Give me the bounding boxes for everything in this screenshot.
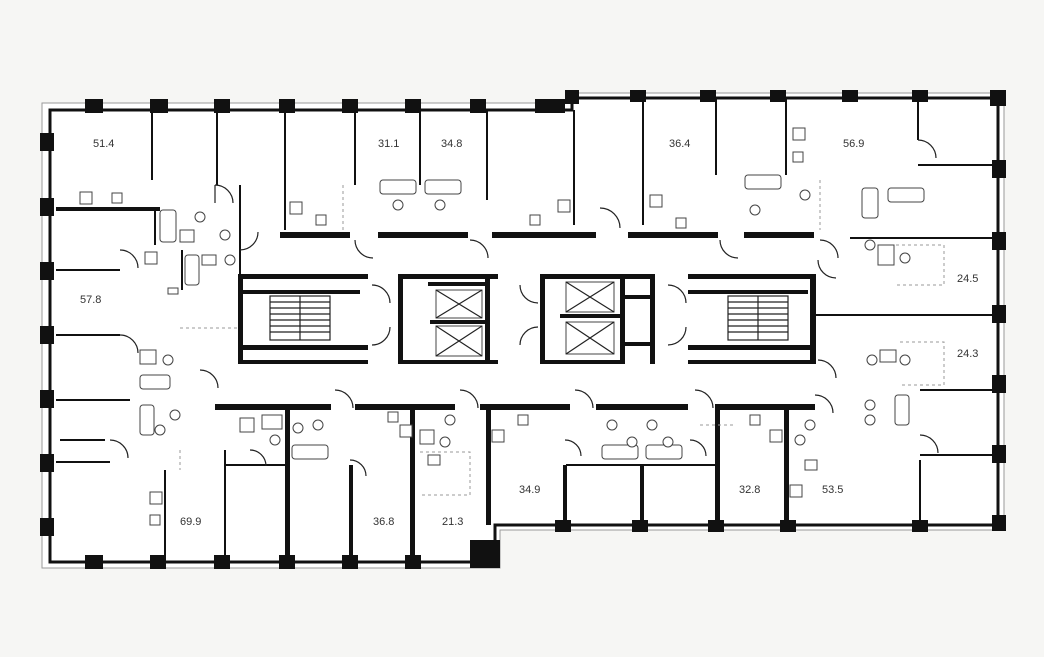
area-label: 24.3 — [957, 348, 978, 360]
area-label: 24.5 — [957, 273, 978, 285]
interior-walls — [56, 98, 998, 562]
area-label: 69.9 — [180, 516, 201, 528]
apartment-31-1[interactable] — [355, 114, 420, 232]
bathroom-fixtures — [139, 174, 925, 471]
area-label: 57.8 — [80, 294, 101, 306]
stair-left — [269, 295, 331, 341]
apartment-69-9[interactable] — [165, 470, 225, 560]
apartment-51-4[interactable] — [56, 114, 152, 206]
apartment-36-4[interactable] — [643, 102, 716, 232]
apartment-36-8[interactable] — [353, 410, 410, 560]
apartment-56-9[interactable] — [786, 102, 918, 232]
dashed-zones — [179, 180, 945, 496]
apartment-57-8[interactable] — [56, 211, 182, 335]
area-labels: 51.4 31.1 34.8 36.4 56.9 57.8 24.5 24.3 … — [80, 138, 978, 528]
doors — [109, 139, 939, 477]
area-label: 32.8 — [739, 484, 760, 496]
apartment-21-3[interactable] — [415, 410, 486, 560]
area-label: 31.1 — [378, 138, 399, 150]
stair-right — [727, 295, 789, 341]
kitchen-fixtures — [79, 127, 806, 526]
apartment-32-8[interactable] — [720, 410, 784, 523]
apartment-34-9[interactable] — [491, 410, 563, 523]
area-label: 34.8 — [441, 138, 462, 150]
apartment-53-5[interactable] — [789, 410, 920, 523]
apartment-34-8[interactable] — [420, 114, 487, 232]
elevators — [428, 281, 620, 357]
area-label: 53.5 — [822, 484, 843, 496]
area-label: 34.9 — [519, 484, 540, 496]
area-label: 21.3 — [442, 516, 463, 528]
area-label: 36.4 — [669, 138, 690, 150]
area-label: 36.8 — [373, 516, 394, 528]
area-label: 56.9 — [843, 138, 864, 150]
area-label: 51.4 — [93, 138, 114, 150]
